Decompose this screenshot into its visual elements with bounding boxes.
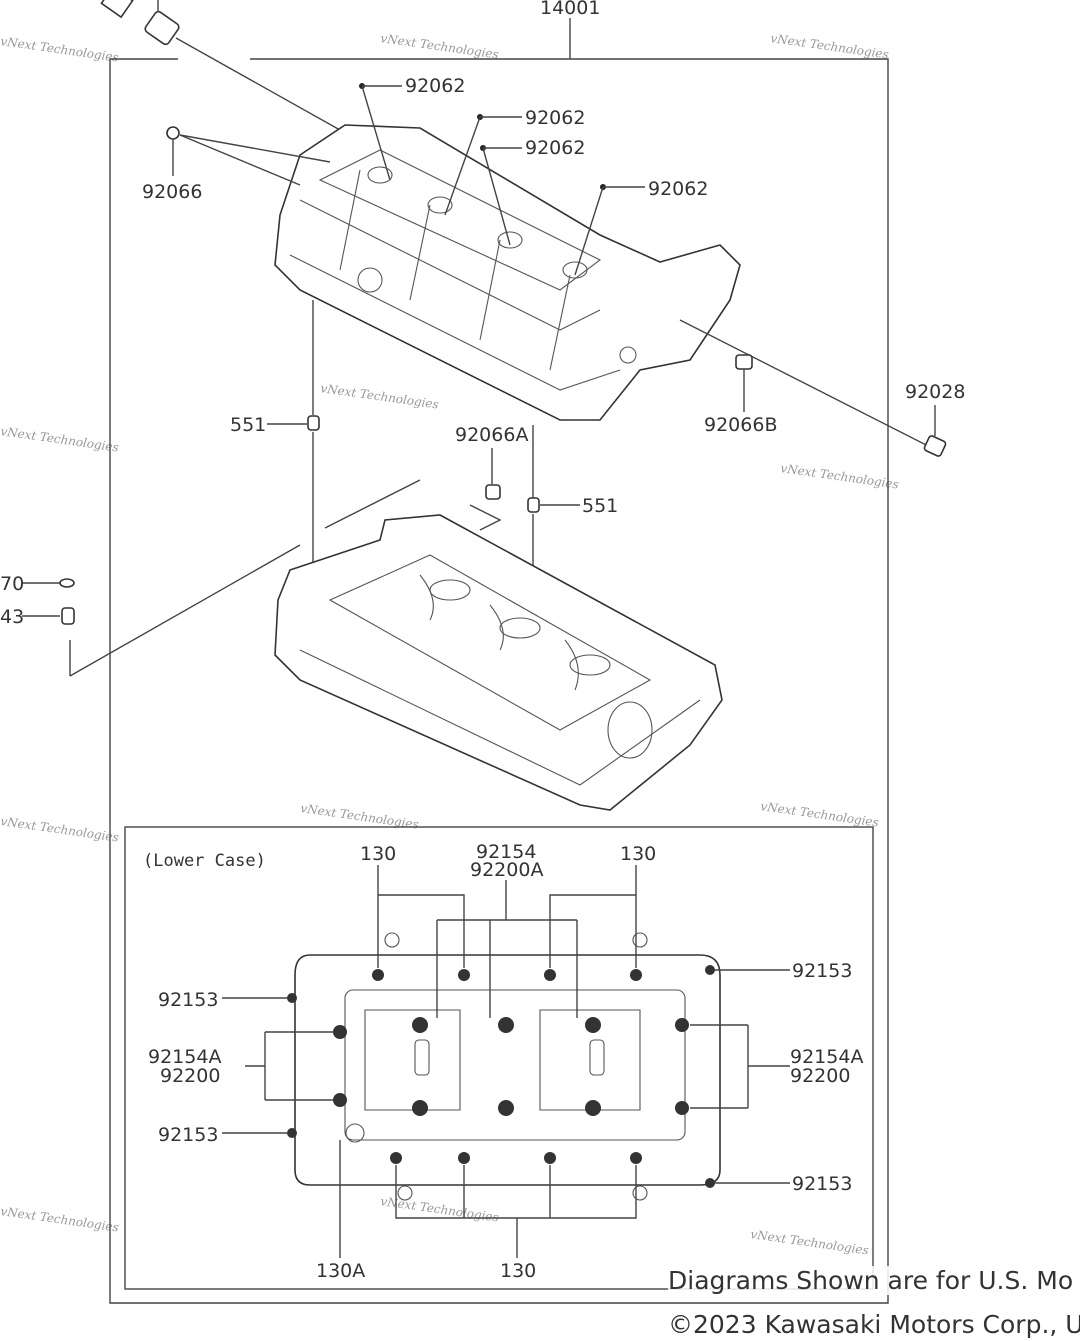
- watermark-text: vNext Technologies: [750, 1227, 870, 1257]
- footer-copyright: ©2023 Kawasaki Motors Corp., U: [668, 1310, 1080, 1339]
- part-number-label: 43: [0, 606, 24, 628]
- part-number-label: 92154A: [790, 1046, 863, 1068]
- part-number-label: 92062: [525, 137, 585, 159]
- part-number-label: 92200: [160, 1065, 220, 1087]
- part-number-label: 130: [620, 843, 656, 865]
- watermark-text: vNext Technologies: [0, 424, 120, 454]
- watermark-text: vNext Technologies: [380, 31, 500, 61]
- lower-case-title: (Lower Case): [143, 851, 266, 871]
- part-number-label: 70: [0, 573, 24, 595]
- assembly-frame: 14001: [109, 0, 889, 1304]
- part-number-label: 92066: [142, 181, 202, 203]
- part-number-label: 92062: [525, 107, 585, 129]
- watermark-text: vNext Technologies: [0, 1204, 120, 1234]
- part-number-label: 92153: [792, 1173, 852, 1195]
- watermark-text: vNext Technologies: [320, 381, 440, 411]
- upper-leaders: 92062 92062 92062 92062 92066 92028 9206…: [142, 75, 965, 457]
- part-number-label: 92066B: [704, 414, 777, 436]
- part-number-label: 130: [360, 843, 396, 865]
- part-number-label: 551: [230, 414, 266, 436]
- footer-disclaimer: Diagrams Shown are for U.S. Mo: [668, 1266, 1074, 1295]
- part-number-label: 130A: [316, 1260, 365, 1282]
- upper-crankcase: [274, 124, 741, 421]
- watermark-text: vNext Technologies: [760, 799, 880, 829]
- part-number-label: 92066A: [455, 424, 528, 446]
- part-number-label: 92062: [648, 178, 708, 200]
- label-14001: 14001: [540, 0, 600, 19]
- part-number-label: 92200A: [470, 859, 543, 881]
- part-number-label: 92154: [476, 841, 536, 863]
- lower-case-view: (Lower Case) 130 130 92154 92200A 92153 …: [124, 826, 874, 1290]
- part-number-label: 92200: [790, 1065, 850, 1087]
- top-fittings: [100, 0, 341, 131]
- part-number-label: 92154A: [148, 1046, 221, 1068]
- part-number-label: 92153: [158, 989, 218, 1011]
- part-number-label: 92153: [158, 1124, 218, 1146]
- watermark-text: vNext Technologies: [0, 814, 120, 844]
- part-number-label: 551: [582, 495, 618, 517]
- watermark-text: vNext Technologies: [0, 34, 120, 64]
- lower-crankcase: [274, 514, 723, 811]
- dowels: 551 551 92066A 70 43: [0, 300, 618, 735]
- part-number-label: 92028: [905, 381, 965, 403]
- part-number-label: 92153: [792, 960, 852, 982]
- watermark-text: vNext Technologies: [380, 1194, 500, 1224]
- part-number-label: 92062: [405, 75, 465, 97]
- watermark-text: vNext Technologies: [780, 461, 900, 491]
- watermark-text: vNext Technologies: [770, 31, 890, 61]
- part-number-label: 130: [500, 1260, 536, 1282]
